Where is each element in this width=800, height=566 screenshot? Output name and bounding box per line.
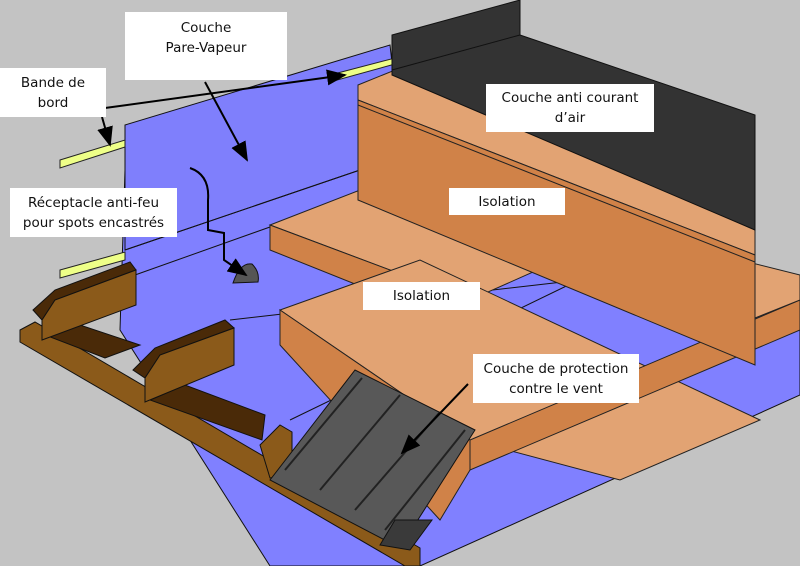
- label-wind-barrier-line1: Couche de protection: [483, 360, 629, 377]
- label-fire-receptacle: Réceptacle anti-feu pour spots encastrés: [10, 188, 177, 237]
- pointer-vapor-barrier: [204, 81, 248, 162]
- pointer-fire-receptacle: [189, 167, 248, 277]
- label-vapor-barrier-line2: Pare-Vapeur: [165, 40, 247, 56]
- timber-block-1-face: [41, 269, 137, 341]
- label-insulation-upper-line1: Isolation: [478, 193, 536, 210]
- pointer-edge-strip-top: [104, 69, 347, 109]
- wind-barrier-flap: [379, 519, 433, 551]
- label-edge-strip-line1: Bande de: [20, 74, 86, 91]
- insulation-upper-top: [357, 69, 756, 256]
- insulation-upper-front: [357, 99, 756, 366]
- label-fire-receptacle-line2: pour spots encastrés: [22, 214, 165, 231]
- label-insulation-lower-line1: Isolation: [392, 288, 451, 304]
- label-air-barrier-line1: Couche anti courant: [501, 90, 639, 106]
- pointer-wind-barrier: [400, 383, 469, 455]
- label-vapor-barrier: Couche Pare-Vapeur: [125, 12, 287, 80]
- edge-strip-lower: [59, 251, 126, 279]
- label-air-barrier-line2: d’air: [554, 110, 586, 126]
- timber-block-2-face: [144, 327, 235, 403]
- label-vapor-barrier-line1: Couche: [180, 20, 232, 36]
- label-air-barrier: Couche anti courant d’air: [486, 84, 654, 132]
- label-wind-barrier: Couche de protection contre le vent: [473, 354, 639, 403]
- label-insulation-upper: Isolation: [449, 188, 565, 215]
- wind-barrier-sheet: [269, 369, 476, 549]
- label-edge-strip-line2: bord: [37, 94, 69, 111]
- label-wind-barrier-line2: contre le vent: [509, 380, 603, 397]
- label-edge-strip: Bande de bord: [0, 68, 106, 117]
- label-fire-receptacle-line1: Réceptacle anti-feu: [27, 194, 160, 211]
- pointer-edge-strip-left: [97, 116, 113, 147]
- label-insulation-lower: Isolation: [363, 282, 480, 310]
